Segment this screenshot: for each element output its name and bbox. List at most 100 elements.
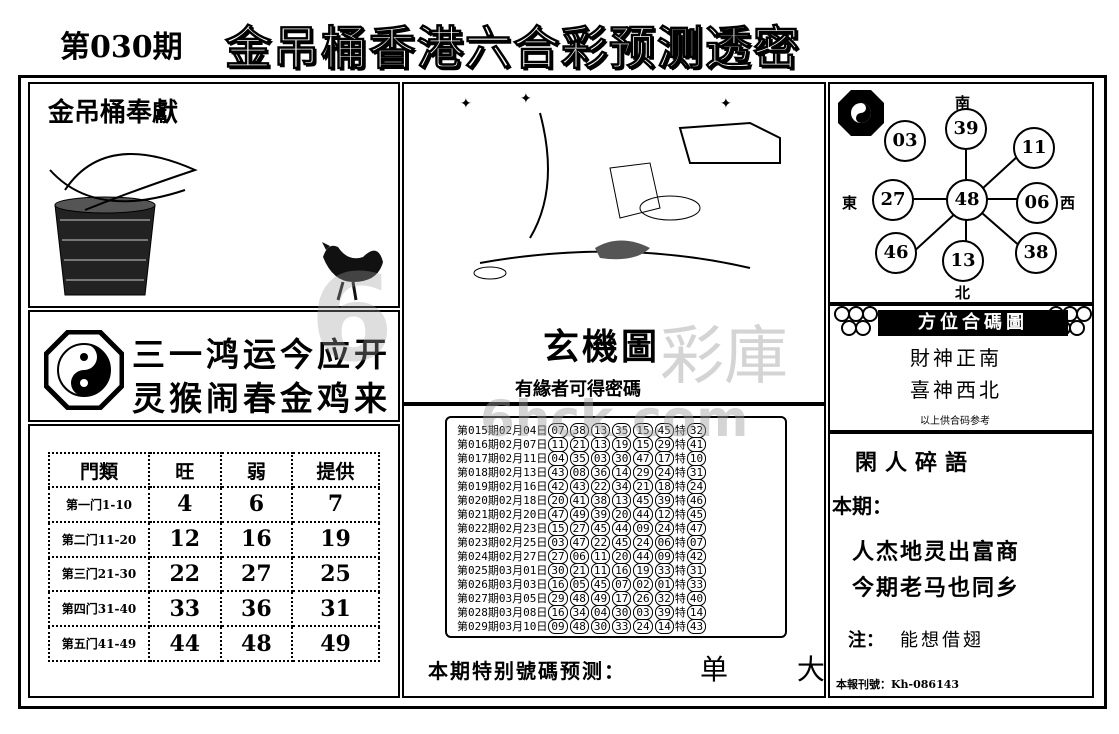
- special-label: 特: [674, 620, 686, 633]
- fangwei-box: [828, 304, 1094, 432]
- special-label: 特: [674, 564, 686, 577]
- gate-header: 門類: [48, 452, 150, 488]
- history-period: 第021期02月20日: [457, 508, 548, 521]
- history-period: 第025期03月01日: [457, 564, 548, 577]
- benqi-label: 本期：: [832, 494, 892, 518]
- gate-value: 36: [219, 590, 294, 628]
- special-label: 特: [674, 508, 686, 521]
- special-label: 特: [674, 606, 686, 619]
- footer-code: 本報刊號：Kh-086143: [836, 678, 960, 691]
- gate-header: 提供: [291, 452, 380, 488]
- rooster-icon: [322, 242, 383, 301]
- special-label: 特: [674, 522, 686, 535]
- watermark-brand: 彩庫: [660, 320, 788, 394]
- prediction-label: 本期特别號碼预测：: [428, 659, 626, 683]
- compass-number: 06: [1016, 182, 1058, 224]
- history-number: 33: [612, 619, 632, 634]
- special-label: 特: [674, 424, 686, 437]
- history-number: 48: [569, 619, 589, 634]
- history-period: 第029期03月10日: [457, 620, 548, 633]
- compass-box: [828, 82, 1094, 304]
- watermark-logo: 6: [310, 250, 394, 389]
- gate-value: 19: [291, 520, 380, 558]
- west-label: 西: [1060, 194, 1076, 212]
- history-period: 第026期03月03日: [457, 578, 548, 591]
- special-label: 特: [674, 578, 686, 591]
- couplet-line-2: 灵猴闹春金鸡来: [132, 379, 391, 418]
- gate-value: 44: [148, 625, 222, 662]
- special-label: 特: [674, 494, 686, 507]
- landscape-drawing: ✦ ✦ ✦: [460, 91, 781, 280]
- gate-label: 第一门1-10: [48, 486, 150, 523]
- xianren-line-1: 人杰地灵出富商: [852, 539, 1021, 565]
- gate-value: 4: [148, 486, 222, 523]
- gate-value: 22: [148, 555, 222, 593]
- main-frame: [18, 75, 1107, 709]
- caishen-line: 財神正南: [910, 346, 1002, 370]
- history-box: [402, 404, 826, 698]
- gate-value: 33: [148, 590, 222, 628]
- special-label: 特: [674, 480, 686, 493]
- south-label: 南: [955, 94, 971, 112]
- east-label: 東: [842, 194, 858, 212]
- couplet-line-1: 三一鸿运今应开: [132, 335, 391, 374]
- gate-label: 第三门21-30: [48, 555, 150, 593]
- history-period: 第027期03月05日: [457, 592, 548, 605]
- compass-number: 48: [946, 179, 988, 221]
- compass-number: 03: [884, 120, 926, 162]
- gate-value: 48: [219, 625, 294, 662]
- special-number: 43: [686, 619, 707, 634]
- watermark-site: 6hck.com: [480, 390, 749, 448]
- gate-value: 7: [291, 486, 380, 523]
- history-period: 第015期02月04日: [457, 424, 548, 437]
- history-number: 09: [548, 619, 568, 634]
- compass-number: 11: [1013, 127, 1055, 169]
- gate-value: 12: [148, 520, 222, 558]
- gate-label: 第五门41-49: [48, 625, 150, 662]
- history-period: 第020期02月18日: [457, 494, 548, 507]
- sponsor-label: 金吊桶奉獻: [48, 98, 179, 128]
- xianren-box: [828, 432, 1094, 698]
- bucket-icon: [49, 153, 198, 296]
- issue-number: 第030期: [60, 30, 183, 65]
- gate-value: 49: [291, 625, 380, 662]
- svg-text:✦: ✦: [460, 96, 472, 112]
- page-title: 金吊桶香港六合彩预测透密: [225, 21, 801, 76]
- compass-number: 46: [875, 232, 917, 274]
- compass-number: 38: [1015, 232, 1057, 274]
- gate-value: 31: [291, 590, 380, 628]
- history-period: 第022期02月23日: [457, 522, 548, 535]
- history-period: 第019期02月16日: [457, 480, 548, 493]
- xuanji-title: 玄機圖: [543, 326, 661, 368]
- compass-number: 39: [945, 108, 987, 150]
- gate-box: [28, 424, 400, 698]
- couplet-box: [28, 310, 400, 422]
- prediction-value: 单 大: [700, 653, 855, 686]
- special-label: 特: [674, 550, 686, 563]
- sponsor-box: [28, 82, 400, 308]
- history-number: 24: [633, 619, 653, 634]
- svg-text:✦: ✦: [720, 96, 732, 112]
- xianren-title: 閑人碎語: [855, 450, 976, 476]
- history-number: 14: [654, 619, 674, 634]
- special-label: 特: [674, 452, 686, 465]
- gate-value: 6: [219, 486, 294, 523]
- svg-text:✦: ✦: [520, 91, 532, 107]
- gate-header: 弱: [219, 452, 294, 488]
- compass-number: 27: [872, 179, 914, 221]
- bagua-icon: [838, 90, 884, 136]
- compass-number: 13: [942, 240, 984, 282]
- history-period: 第024期02月27日: [457, 550, 548, 563]
- fangwei-note: 以上供合码参考: [920, 416, 990, 427]
- gate-value: 16: [219, 520, 294, 558]
- history-period: 第028期03月08日: [457, 606, 548, 619]
- special-label: 特: [674, 592, 686, 605]
- xishen-line: 喜神西北: [910, 378, 1002, 402]
- special-label: 特: [674, 466, 686, 479]
